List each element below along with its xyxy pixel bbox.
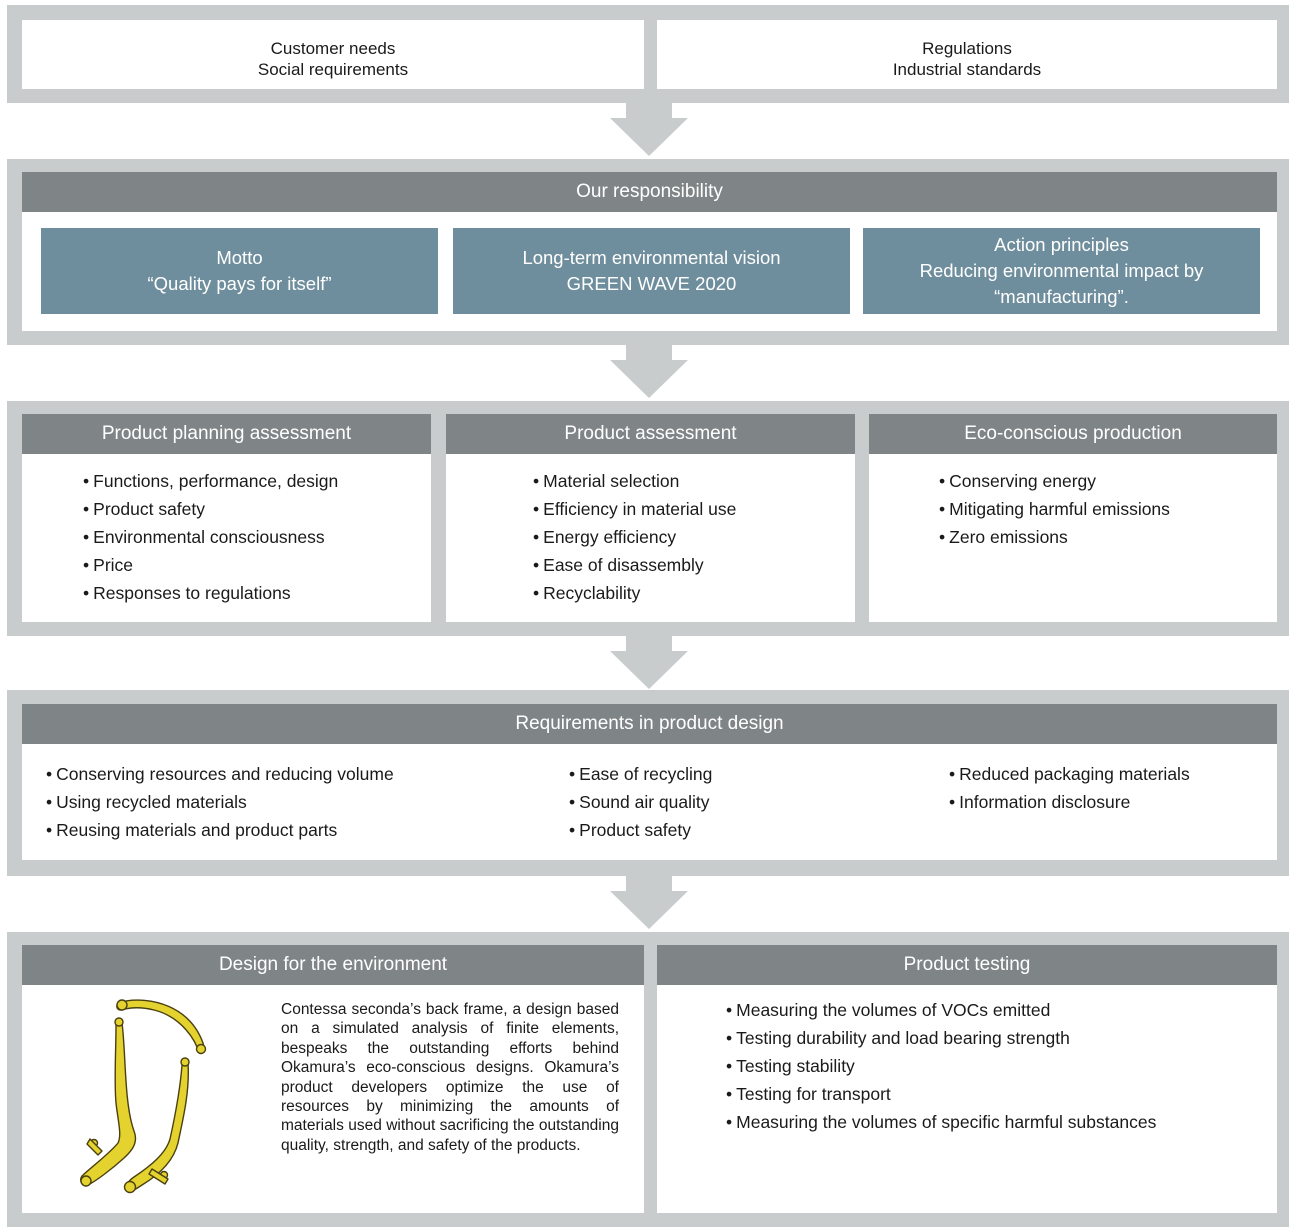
frame-top-arc — [116, 999, 205, 1055]
testing-list: Measuring the volumes of VOCs emitted Te… — [726, 996, 1156, 1136]
list-item: Measuring the volumes of VOCs emitted — [726, 996, 1156, 1024]
list-item: Product safety — [83, 495, 338, 523]
action-line2: Reducing environmental impact by — [919, 260, 1204, 281]
list-item: Product safety — [569, 816, 712, 844]
down-arrow-icon — [610, 118, 688, 156]
product-assessment-header: Product assessment — [446, 414, 855, 454]
motto-title: Motto — [216, 247, 263, 268]
frame-joint — [80, 1175, 92, 1187]
frame-joint — [114, 1017, 124, 1027]
eco-production-list: Conserving energy Mitigating harmful emi… — [939, 467, 1170, 551]
vision-text: GREEN WAVE 2020 — [566, 273, 737, 294]
list-item: Zero emissions — [939, 523, 1170, 551]
list-item: Efficiency in material use — [533, 495, 736, 523]
list-item: Responses to regulations — [83, 579, 338, 607]
list-item: Using recycled materials — [46, 788, 394, 816]
down-arrow-icon — [610, 651, 688, 689]
down-arrow-icon — [610, 891, 688, 929]
vision-title: Long-term environmental vision — [522, 247, 781, 268]
list-item: Sound air quality — [569, 788, 712, 816]
action-principles-box: Action principles Reducing environmental… — [863, 228, 1260, 314]
arrow-stem-4 — [626, 876, 672, 892]
list-item: Measuring the volumes of specific harmfu… — [726, 1108, 1156, 1136]
list-item: Material selection — [533, 467, 736, 495]
planning-list: Functions, performance, design Product s… — [83, 467, 338, 607]
requirements-col3: Reduced packaging materials Information … — [949, 760, 1190, 816]
down-arrow-icon — [610, 360, 688, 398]
arrow-stem-2 — [626, 345, 672, 361]
arrow-stem-3 — [626, 636, 672, 652]
list-item: Testing stability — [726, 1052, 1156, 1080]
list-item: Testing for transport — [726, 1080, 1156, 1108]
list-item: Functions, performance, design — [83, 467, 338, 495]
frame-joint — [195, 1043, 207, 1055]
requirements-header: Requirements in product design — [22, 704, 1277, 744]
product-assessment-list: Material selection Efficiency in materia… — [533, 467, 736, 607]
social-requirements-label: Social requirements — [257, 60, 409, 79]
list-item: Recyclability — [533, 579, 736, 607]
list-item: Energy efficiency — [533, 523, 736, 551]
design-header: Design for the environment — [22, 945, 644, 985]
industrial-standards-label: Industrial standards — [892, 60, 1042, 79]
list-item: Mitigating harmful emissions — [939, 495, 1170, 523]
customer-needs-label: Customer needs — [270, 39, 396, 58]
planning-header: Product planning assessment — [22, 414, 431, 454]
requirements-col1: Conserving resources and reducing volume… — [46, 760, 394, 844]
list-item: Environmental consciousness — [83, 523, 338, 551]
frame-joint — [123, 1180, 137, 1194]
arrow-stem-1 — [626, 103, 672, 119]
action-line3: “manufacturing”. — [994, 286, 1129, 307]
frame-bracket — [148, 1168, 169, 1185]
list-item: Reusing materials and product parts — [46, 816, 394, 844]
list-item: Information disclosure — [949, 788, 1190, 816]
design-description: Contessa seconda’s back frame, a design … — [281, 1001, 619, 1154]
list-item: Ease of disassembly — [533, 551, 736, 579]
frame-left-arm — [80, 1019, 137, 1187]
testing-header: Product testing — [657, 945, 1277, 985]
list-item: Reduced packaging materials — [949, 760, 1190, 788]
frame-joint — [180, 1057, 190, 1067]
frame-joint — [116, 999, 128, 1011]
motto-box: Motto “Quality pays for itself” — [41, 228, 438, 314]
eco-production-header: Eco-conscious production — [869, 414, 1277, 454]
action-title: Action principles — [994, 234, 1129, 255]
regulations-box: Regulations Industrial standards — [657, 20, 1277, 89]
list-item: Conserving energy — [939, 467, 1170, 495]
frame-bracket — [86, 1138, 103, 1156]
list-item: Conserving resources and reducing volume — [46, 760, 394, 788]
list-item: Testing durability and load bearing stre… — [726, 1024, 1156, 1052]
vision-box: Long-term environmental vision GREEN WAV… — [453, 228, 850, 314]
motto-text: “Quality pays for itself” — [147, 273, 332, 294]
requirements-col2: Ease of recycling Sound air quality Prod… — [569, 760, 712, 844]
responsibility-header: Our responsibility — [22, 172, 1277, 212]
customer-needs-box: Customer needs Social requirements — [22, 20, 644, 89]
regulations-label: Regulations — [922, 39, 1012, 58]
list-item: Ease of recycling — [569, 760, 712, 788]
list-item: Price — [83, 551, 338, 579]
back-frame-illustration — [80, 999, 207, 1194]
